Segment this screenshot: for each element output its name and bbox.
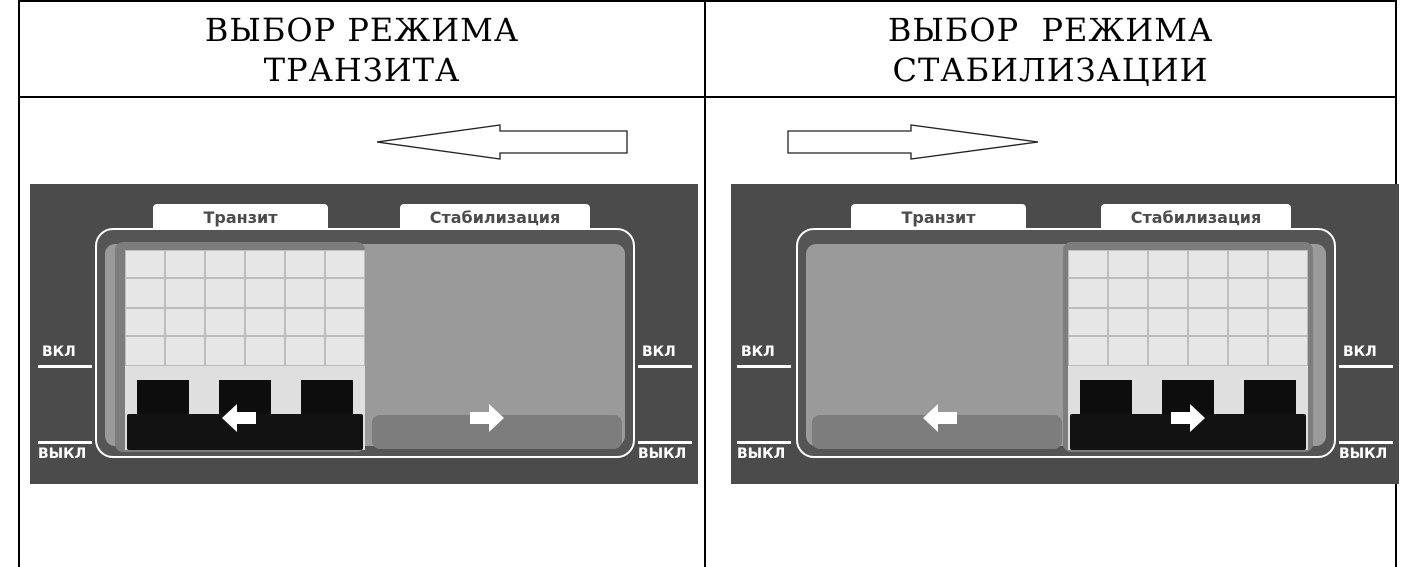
header-stabilization-line2: СТАБИЛИЗАЦИИ: [892, 51, 1209, 89]
breaker-handle[interactable]: [301, 380, 353, 420]
breaker-handle[interactable]: [1080, 380, 1132, 420]
tab-transit-label: Транзит: [901, 207, 976, 227]
arrow-left-outline-icon: [376, 124, 628, 160]
switch-window: [95, 228, 635, 458]
tab-stabilization: Стабилизация: [400, 204, 590, 230]
off-label-right: ВЫКЛ: [1339, 446, 1388, 462]
switch-window: [796, 228, 1336, 458]
on-label-left: ВКЛ: [741, 344, 775, 360]
tab-transit-label: Транзит: [203, 207, 278, 227]
header-divider: [18, 96, 1397, 98]
off-label-left: ВЫКЛ: [38, 446, 87, 462]
off-bar-left: [38, 441, 92, 444]
off-bar-right: [1339, 441, 1393, 444]
arrow-right-icon[interactable]: [1171, 404, 1205, 432]
tab-transit: Транзит: [851, 204, 1026, 230]
breaker-handle[interactable]: [137, 380, 189, 420]
on-bar-right: [638, 365, 692, 368]
on-label-left: ВКЛ: [42, 344, 76, 360]
tab-transit: Транзит: [153, 204, 328, 230]
header-stabilization-line1: ВЫБОР РЕЖИМА: [887, 11, 1214, 49]
on-label-right: ВКЛ: [642, 344, 676, 360]
on-bar-left: [38, 365, 92, 368]
on-bar-right: [1339, 365, 1393, 368]
header-stabilization: ВЫБОР РЕЖИМА СТАБИЛИЗАЦИИ: [706, 6, 1395, 94]
tab-stabilization-label: Стабилизация: [429, 207, 561, 227]
header-transit-line2: ТРАНЗИТА: [263, 51, 461, 89]
arrow-left-icon[interactable]: [923, 404, 957, 432]
circuit-breaker[interactable]: [1068, 250, 1308, 450]
switch-panel-stabilization: Транзит Стабилизация: [731, 184, 1399, 484]
off-bar-right: [638, 441, 692, 444]
header-transit-line1: ВЫБОР РЕЖИМА: [204, 11, 520, 49]
off-label-left: ВЫКЛ: [737, 446, 786, 462]
on-label-right: ВКЛ: [1343, 344, 1377, 360]
column-divider: [704, 0, 706, 567]
off-bar-left: [737, 441, 791, 444]
tab-stabilization: Стабилизация: [1101, 204, 1291, 230]
switch-panel-transit: Транзит Стабилизация: [30, 184, 698, 484]
arrow-left-icon[interactable]: [222, 404, 256, 432]
arrow-right-outline-icon: [787, 124, 1039, 160]
on-bar-left: [737, 365, 791, 368]
breaker-handle[interactable]: [1244, 380, 1296, 420]
tab-stabilization-label: Стабилизация: [1130, 207, 1262, 227]
circuit-breaker[interactable]: [125, 250, 365, 450]
off-label-right: ВЫКЛ: [638, 446, 687, 462]
header-transit: ВЫБОР РЕЖИМА ТРАНЗИТА: [20, 6, 704, 94]
arrow-right-icon[interactable]: [470, 404, 504, 432]
